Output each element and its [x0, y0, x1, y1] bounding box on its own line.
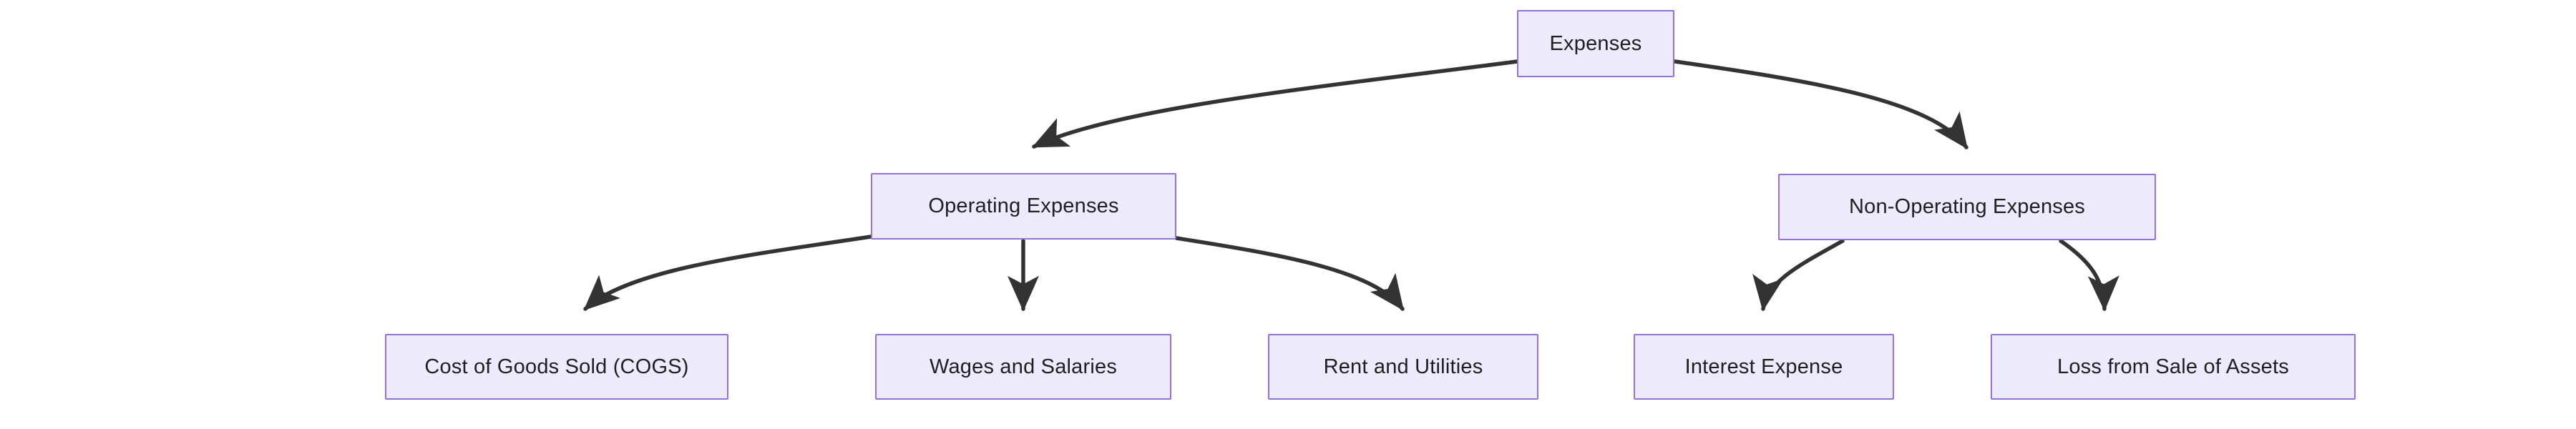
node-non-operating-expenses[interactable]: Non-Operating Expenses: [1778, 174, 2156, 240]
edge-operating-cogs: [583, 235, 873, 311]
edge-operating-rent: [1174, 236, 1405, 311]
node-loss-from-sale-of-assets[interactable]: Loss from Sale of Assets: [1991, 334, 2356, 400]
node-label: Wages and Salaries: [929, 355, 1118, 378]
node-label: Rent and Utilities: [1323, 355, 1483, 378]
node-cost-of-goods-sold[interactable]: Cost of Goods Sold (COGS): [385, 334, 728, 400]
edge-nonoperating-interest: [1752, 239, 1845, 312]
node-operating-expenses[interactable]: Operating Expenses: [871, 173, 1176, 240]
edge-expenses-nonoperating: [1673, 59, 1968, 149]
node-interest-expense[interactable]: Interest Expense: [1634, 334, 1894, 400]
node-label: Interest Expense: [1684, 355, 1843, 378]
node-label: Cost of Goods Sold (COGS): [424, 355, 689, 378]
node-label: Loss from Sale of Assets: [2057, 355, 2289, 378]
node-rent-and-utilities[interactable]: Rent and Utilities: [1268, 334, 1538, 400]
node-label: Non-Operating Expenses: [1848, 195, 2086, 218]
node-wages-and-salaries[interactable]: Wages and Salaries: [875, 334, 1171, 400]
node-label: Operating Expenses: [928, 194, 1119, 217]
node-label: Expenses: [1549, 31, 1642, 55]
edge-nonoperating-loss: [2059, 239, 2119, 312]
node-expenses[interactable]: Expenses: [1517, 10, 1674, 77]
edge-expenses-operating: [1032, 59, 1519, 149]
